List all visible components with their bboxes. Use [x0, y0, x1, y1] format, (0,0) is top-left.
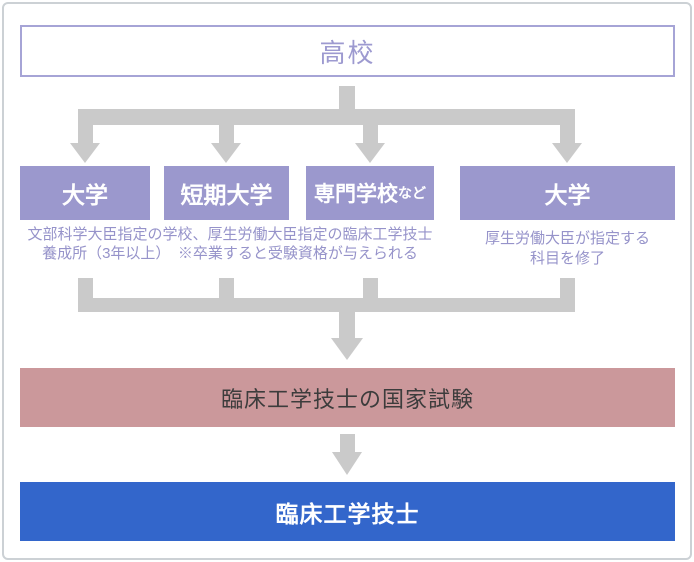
merge-arrow-stem-4	[560, 278, 575, 298]
node-university-right-label: 大学	[544, 182, 591, 208]
merge-arrow-stem-3	[363, 278, 378, 298]
node-vocational-school-label: 専門学校	[314, 183, 398, 206]
caption-right-line2: 科目を修了	[529, 249, 605, 267]
node-clinical-engineer-label: 臨床工学技士	[275, 500, 420, 527]
caption-left-line1: 文部科学大臣指定の学校、厚生労働大臣指定の臨床工学技士	[27, 226, 433, 243]
fork-arrow-stem-4	[560, 125, 575, 143]
node-university-left-label: 大学	[62, 182, 108, 208]
node-highschool: 高校	[20, 25, 675, 77]
node-junior-college-label: 短期大学	[180, 182, 273, 208]
fork-arrow-stem-1	[78, 125, 93, 143]
node-university-right: 大学	[460, 166, 675, 220]
merge-arrow-stem-2	[219, 278, 234, 298]
arrow-down-icon	[355, 143, 385, 163]
merge-arrow-stem-1	[78, 278, 93, 298]
node-junior-college: 短期大学	[164, 166, 289, 220]
arrow-down-icon	[552, 143, 582, 163]
arrow-down-icon	[70, 143, 100, 163]
merge-arrow-stem-center	[339, 312, 355, 338]
arrow-down-icon	[332, 452, 362, 475]
node-national-exam: 臨床工学技士の国家試験	[20, 368, 675, 427]
caption-right-path: 厚生労働大臣が指定する 科目を修了	[460, 229, 675, 268]
arrow-down-icon	[331, 338, 363, 360]
node-highschool-label: 高校	[319, 37, 376, 68]
merge-arrow-crossbar	[78, 298, 575, 312]
node-clinical-engineer: 臨床工学技士	[20, 482, 675, 541]
caption-right-line1: 厚生労働大臣が指定する	[484, 230, 650, 247]
fork-arrow-stem-2	[219, 125, 234, 143]
node-university-left: 大学	[20, 166, 150, 220]
node-vocational-school-suffix: など	[398, 185, 426, 201]
arrow-down-icon	[211, 143, 241, 163]
caption-left-line2: 養成所（3年以上） ※卒業すると受験資格が与えられる	[42, 245, 418, 262]
fork-arrow-stem-3	[363, 125, 378, 143]
node-national-exam-label: 臨床工学技士の国家試験	[220, 386, 474, 412]
node-vocational-school: 専門学校など	[306, 166, 434, 220]
caption-left-paths: 文部科学大臣指定の学校、厚生労働大臣指定の臨床工学技士 養成所（3年以上） ※卒…	[8, 225, 452, 263]
fork-arrow-stem-top	[339, 86, 355, 109]
fork-arrow-crossbar	[78, 109, 575, 125]
final-arrow-stem	[340, 434, 355, 452]
